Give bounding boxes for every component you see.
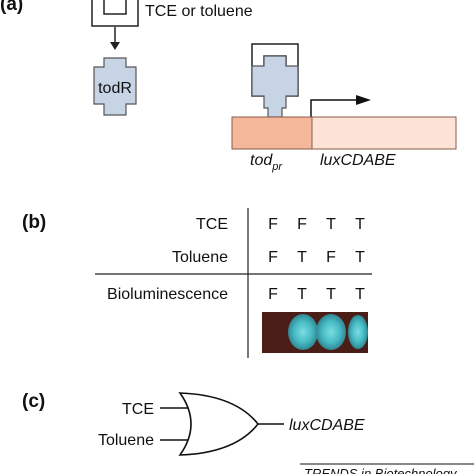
truth-cell: F <box>268 286 278 303</box>
truth-cell: T <box>326 286 336 303</box>
promoter-region <box>231 116 313 150</box>
reporter-label: luxCDABE <box>320 152 396 169</box>
gate-input-tce: TCE <box>122 401 154 418</box>
panel-a-label: (a) <box>0 0 23 15</box>
gate-input-toluene: Toluene <box>98 432 154 449</box>
row-label-toluene: Toluene <box>172 249 228 266</box>
todr-protein-icon <box>93 57 137 116</box>
row-label-tce: TCE <box>196 216 228 233</box>
truth-cell: F <box>326 249 336 266</box>
truth-cell: F <box>268 249 278 266</box>
reporter-region <box>311 116 457 150</box>
row-label-bioluminescence: Bioluminescence <box>107 286 228 303</box>
truth-cell: F <box>268 216 278 233</box>
truth-cell: F <box>297 216 307 233</box>
truth-cell: T <box>355 286 365 303</box>
todr-label: todR <box>98 80 132 97</box>
well <box>288 314 318 350</box>
truth-cell: T <box>326 216 336 233</box>
gate-output-label: luxCDABE <box>289 417 365 434</box>
panel-b-label: (b) <box>22 212 46 233</box>
well <box>348 315 368 349</box>
transcription-arrow-line <box>310 99 358 118</box>
panel-c-label: (c) <box>22 391 45 412</box>
truth-cell: T <box>355 249 365 266</box>
well <box>262 315 288 349</box>
inducer-label: TCE or toluene <box>145 3 253 20</box>
promoter-label: todpr <box>250 152 283 173</box>
well <box>316 314 346 350</box>
binding-arrowhead-icon <box>110 42 120 50</box>
source-credit: TRENDS in Biotechnology <box>304 466 458 474</box>
transcription-arrowhead-icon <box>356 95 371 105</box>
inducer-cup-icon <box>91 0 139 27</box>
or-gate-icon <box>178 392 260 456</box>
bioluminescence-photo <box>262 312 368 353</box>
truth-cell: T <box>297 286 307 303</box>
truth-cell: T <box>355 216 365 233</box>
truth-cell: T <box>297 249 307 266</box>
